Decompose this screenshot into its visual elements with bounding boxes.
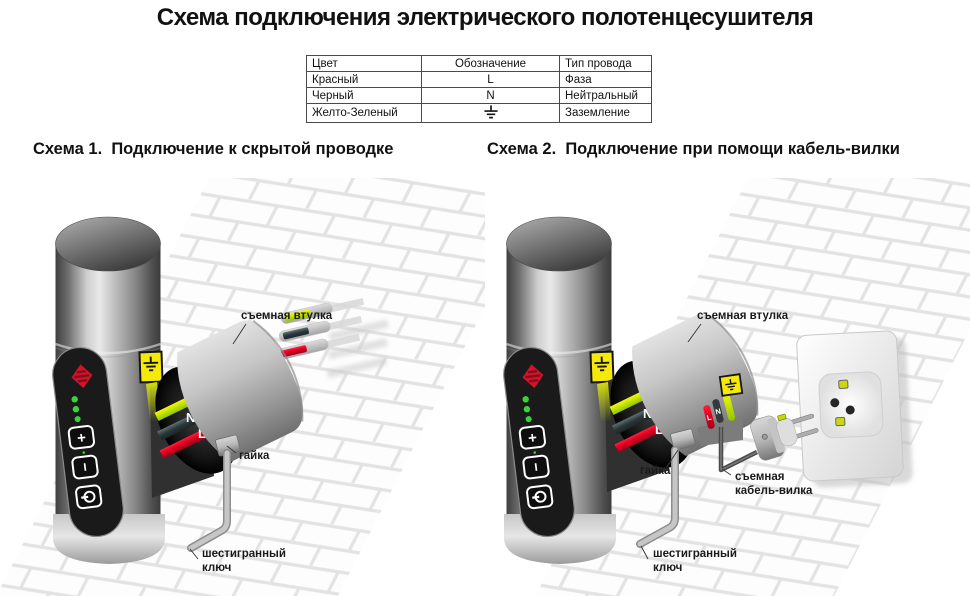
terminal-neutral-label: N xyxy=(714,406,721,416)
plug-label-line1: съемная xyxy=(735,471,784,483)
diagram1-heading: Схема 1. Подключение к скрытой проводке xyxy=(33,140,394,158)
hex-key-label-line2: ключ xyxy=(653,562,682,574)
ground-wire xyxy=(284,309,311,322)
sleeve-label: съемная втулка xyxy=(241,310,333,322)
sleeve-leader-line xyxy=(232,323,247,345)
legend-header-color: Цвет xyxy=(306,55,422,72)
legend-header-row: Цвет Обозначение Тип провода xyxy=(306,55,652,72)
wire-shadow xyxy=(326,319,389,379)
neutral-wire-label: N xyxy=(643,406,652,421)
socket-hole xyxy=(845,405,855,415)
hex-key-leader-line xyxy=(189,548,199,560)
sleeve-leader-line xyxy=(687,323,702,343)
legend-cell: L xyxy=(421,71,560,88)
legend-cell: N xyxy=(421,87,560,104)
cable-plug xyxy=(750,413,819,461)
socket-hole xyxy=(830,398,840,408)
nut-leader-line xyxy=(226,445,237,454)
hex-key-label-line2: ключ xyxy=(202,562,231,574)
ground-glow xyxy=(597,382,611,422)
plug-ground-clip xyxy=(777,413,787,421)
live-wire-label: L xyxy=(198,426,206,441)
plug-leader-line xyxy=(721,468,732,476)
hex-key xyxy=(636,446,679,548)
legend-cell-ground-symbol xyxy=(421,103,560,123)
legend-header-type: Тип провода xyxy=(559,55,652,72)
terminal-ground-label xyxy=(718,373,744,397)
legend-cell: Красный xyxy=(306,71,422,88)
plug-label-line2: кабель-вилка xyxy=(735,485,813,497)
legend-cell: Черный xyxy=(306,87,422,104)
hex-key-leader-line xyxy=(640,545,649,560)
terminal-ground-wire xyxy=(722,393,736,421)
socket-ground-clip-bottom xyxy=(835,416,846,427)
ground-icon xyxy=(483,104,498,119)
live-wire xyxy=(280,345,307,358)
hex-key-label-line1: шестигранный xyxy=(653,548,737,560)
diagram-1: N L съемная втулка гайка шестигранный кл… xyxy=(0,178,485,596)
legend-cell: Заземление xyxy=(559,103,652,123)
legend-header-symbol: Обозначение xyxy=(421,55,560,72)
diagram2-heading: Схема 2. Подключение при помощи кабель-в… xyxy=(487,140,900,158)
diagram-2: N L L N xyxy=(494,178,970,596)
terminal-neutral: N xyxy=(712,399,724,423)
page-title: Схема подключения электрического полотен… xyxy=(156,4,814,31)
neutral-wire-label: N xyxy=(186,410,195,425)
nut-leader-line xyxy=(665,449,679,469)
hex-key xyxy=(187,449,231,552)
legend-cell: Желто-Зеленый xyxy=(306,103,422,123)
socket-ground-clip-top xyxy=(838,379,849,389)
terminal-live-label: L xyxy=(706,412,713,422)
legend-row-red: Красный L Фаза xyxy=(306,71,652,88)
nut-label: гайка xyxy=(239,450,270,462)
socket-recess xyxy=(818,371,884,439)
legend-cell: Нейтральный xyxy=(559,87,652,104)
neutral-wire xyxy=(282,327,309,340)
wall-wires xyxy=(276,297,365,360)
hex-key-label-line1: шестигранный xyxy=(202,548,286,560)
nut-label: гайка xyxy=(640,465,671,477)
legend-cell: Фаза xyxy=(559,71,652,88)
legend-row-ground: Желто-Зеленый Заземление xyxy=(306,103,652,123)
terminal-live: L xyxy=(703,405,715,429)
nut xyxy=(670,428,696,451)
legend-row-black: Черный N Нейтральный xyxy=(306,87,652,104)
legend-table: Цвет Обозначение Тип провода Красный L Ф… xyxy=(306,55,652,123)
sleeve-label: съемная втулка xyxy=(697,310,789,322)
wall-socket xyxy=(796,330,913,488)
